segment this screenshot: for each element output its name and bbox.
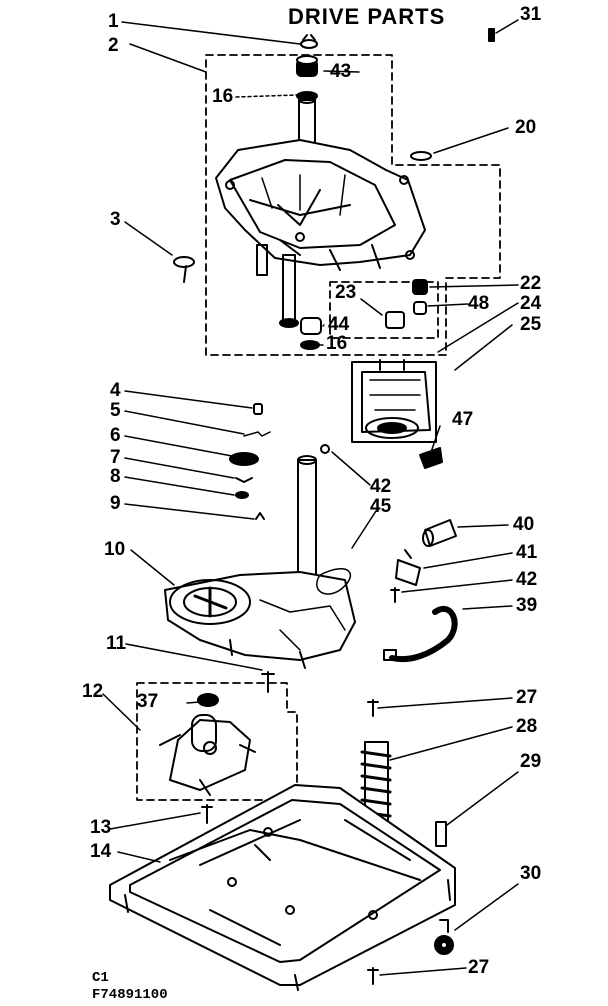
callout-27-lower: 27 bbox=[468, 957, 490, 978]
callout-13: 13 bbox=[90, 817, 112, 838]
bracket-41 bbox=[395, 559, 421, 586]
callout-1: 1 bbox=[108, 11, 119, 32]
callout-27-upper: 27 bbox=[516, 687, 538, 708]
callout-7: 7 bbox=[110, 447, 121, 468]
callout-4: 4 bbox=[110, 380, 121, 401]
callout-22: 22 bbox=[520, 273, 542, 294]
capacitor-40 bbox=[424, 519, 457, 547]
retaining-clip bbox=[300, 39, 318, 49]
callout-9: 9 bbox=[110, 493, 121, 514]
callout-11: 11 bbox=[106, 633, 127, 654]
callout-8: 8 bbox=[110, 466, 121, 487]
callout-5: 5 bbox=[110, 400, 121, 421]
callout-30: 30 bbox=[520, 863, 542, 884]
pump-group-box bbox=[136, 682, 298, 801]
callout-42-upper: 42 bbox=[370, 476, 392, 497]
gearbox-assembly bbox=[164, 455, 356, 669]
callout-43: 43 bbox=[330, 61, 352, 82]
diagram-title: DRIVE PARTS bbox=[288, 4, 446, 29]
callout-47: 47 bbox=[452, 409, 474, 430]
callout-6: 6 bbox=[110, 425, 121, 446]
callout-24: 24 bbox=[520, 293, 542, 314]
base-frame bbox=[109, 784, 456, 991]
small-parts bbox=[229, 403, 271, 520]
callout-44: 44 bbox=[328, 314, 350, 335]
agitator-shaft bbox=[297, 459, 317, 583]
clutch-parts bbox=[300, 279, 428, 350]
screw-13 bbox=[201, 804, 213, 824]
drive-gear bbox=[169, 579, 251, 625]
callout-31: 31 bbox=[520, 4, 542, 25]
strap-39 bbox=[389, 605, 458, 662]
gear-case-housing bbox=[215, 139, 426, 328]
callout-39: 39 bbox=[516, 595, 538, 616]
callout-16-lower: 16 bbox=[326, 333, 348, 354]
washer-20 bbox=[410, 151, 432, 161]
callout-28: 28 bbox=[516, 716, 538, 737]
group-boxes bbox=[136, 54, 501, 801]
clutch-group-box bbox=[329, 281, 439, 339]
washer-16-lower bbox=[300, 340, 320, 350]
motor-assembly bbox=[320, 359, 443, 469]
callout-23: 23 bbox=[335, 282, 357, 303]
screw-42 bbox=[390, 587, 400, 603]
screw-27-upper bbox=[367, 699, 379, 717]
leader-lines bbox=[102, 19, 519, 976]
clip-3 bbox=[173, 256, 195, 268]
foot-29 bbox=[435, 821, 447, 847]
footer-code-line1: C1 bbox=[92, 970, 109, 986]
callout-20: 20 bbox=[515, 117, 537, 138]
bushing-44 bbox=[300, 317, 322, 335]
callout-10: 10 bbox=[104, 539, 126, 560]
callout-14: 14 bbox=[90, 841, 112, 862]
pulley-6 bbox=[229, 452, 259, 466]
callout-45: 45 bbox=[370, 496, 392, 517]
callout-40: 40 bbox=[513, 514, 535, 535]
callout-29: 29 bbox=[520, 751, 542, 772]
callout-41: 41 bbox=[516, 542, 538, 563]
pump-assembly bbox=[159, 693, 256, 796]
roller-30 bbox=[434, 919, 454, 955]
callout-2: 2 bbox=[108, 35, 119, 56]
callout-25: 25 bbox=[520, 314, 542, 335]
callout-42-lower: 42 bbox=[516, 569, 538, 590]
footer-code-line2: F74891100 bbox=[92, 987, 168, 1003]
callout-3: 3 bbox=[110, 209, 121, 230]
screw-11 bbox=[261, 671, 275, 693]
callout-12: 12 bbox=[82, 681, 104, 702]
transmission-group-box bbox=[205, 54, 501, 356]
callout-48: 48 bbox=[468, 293, 490, 314]
right-side-parts bbox=[383, 519, 458, 662]
callout-37: 37 bbox=[137, 691, 159, 712]
screw-27-lower bbox=[367, 967, 379, 985]
callout-16-upper: 16 bbox=[212, 86, 234, 107]
